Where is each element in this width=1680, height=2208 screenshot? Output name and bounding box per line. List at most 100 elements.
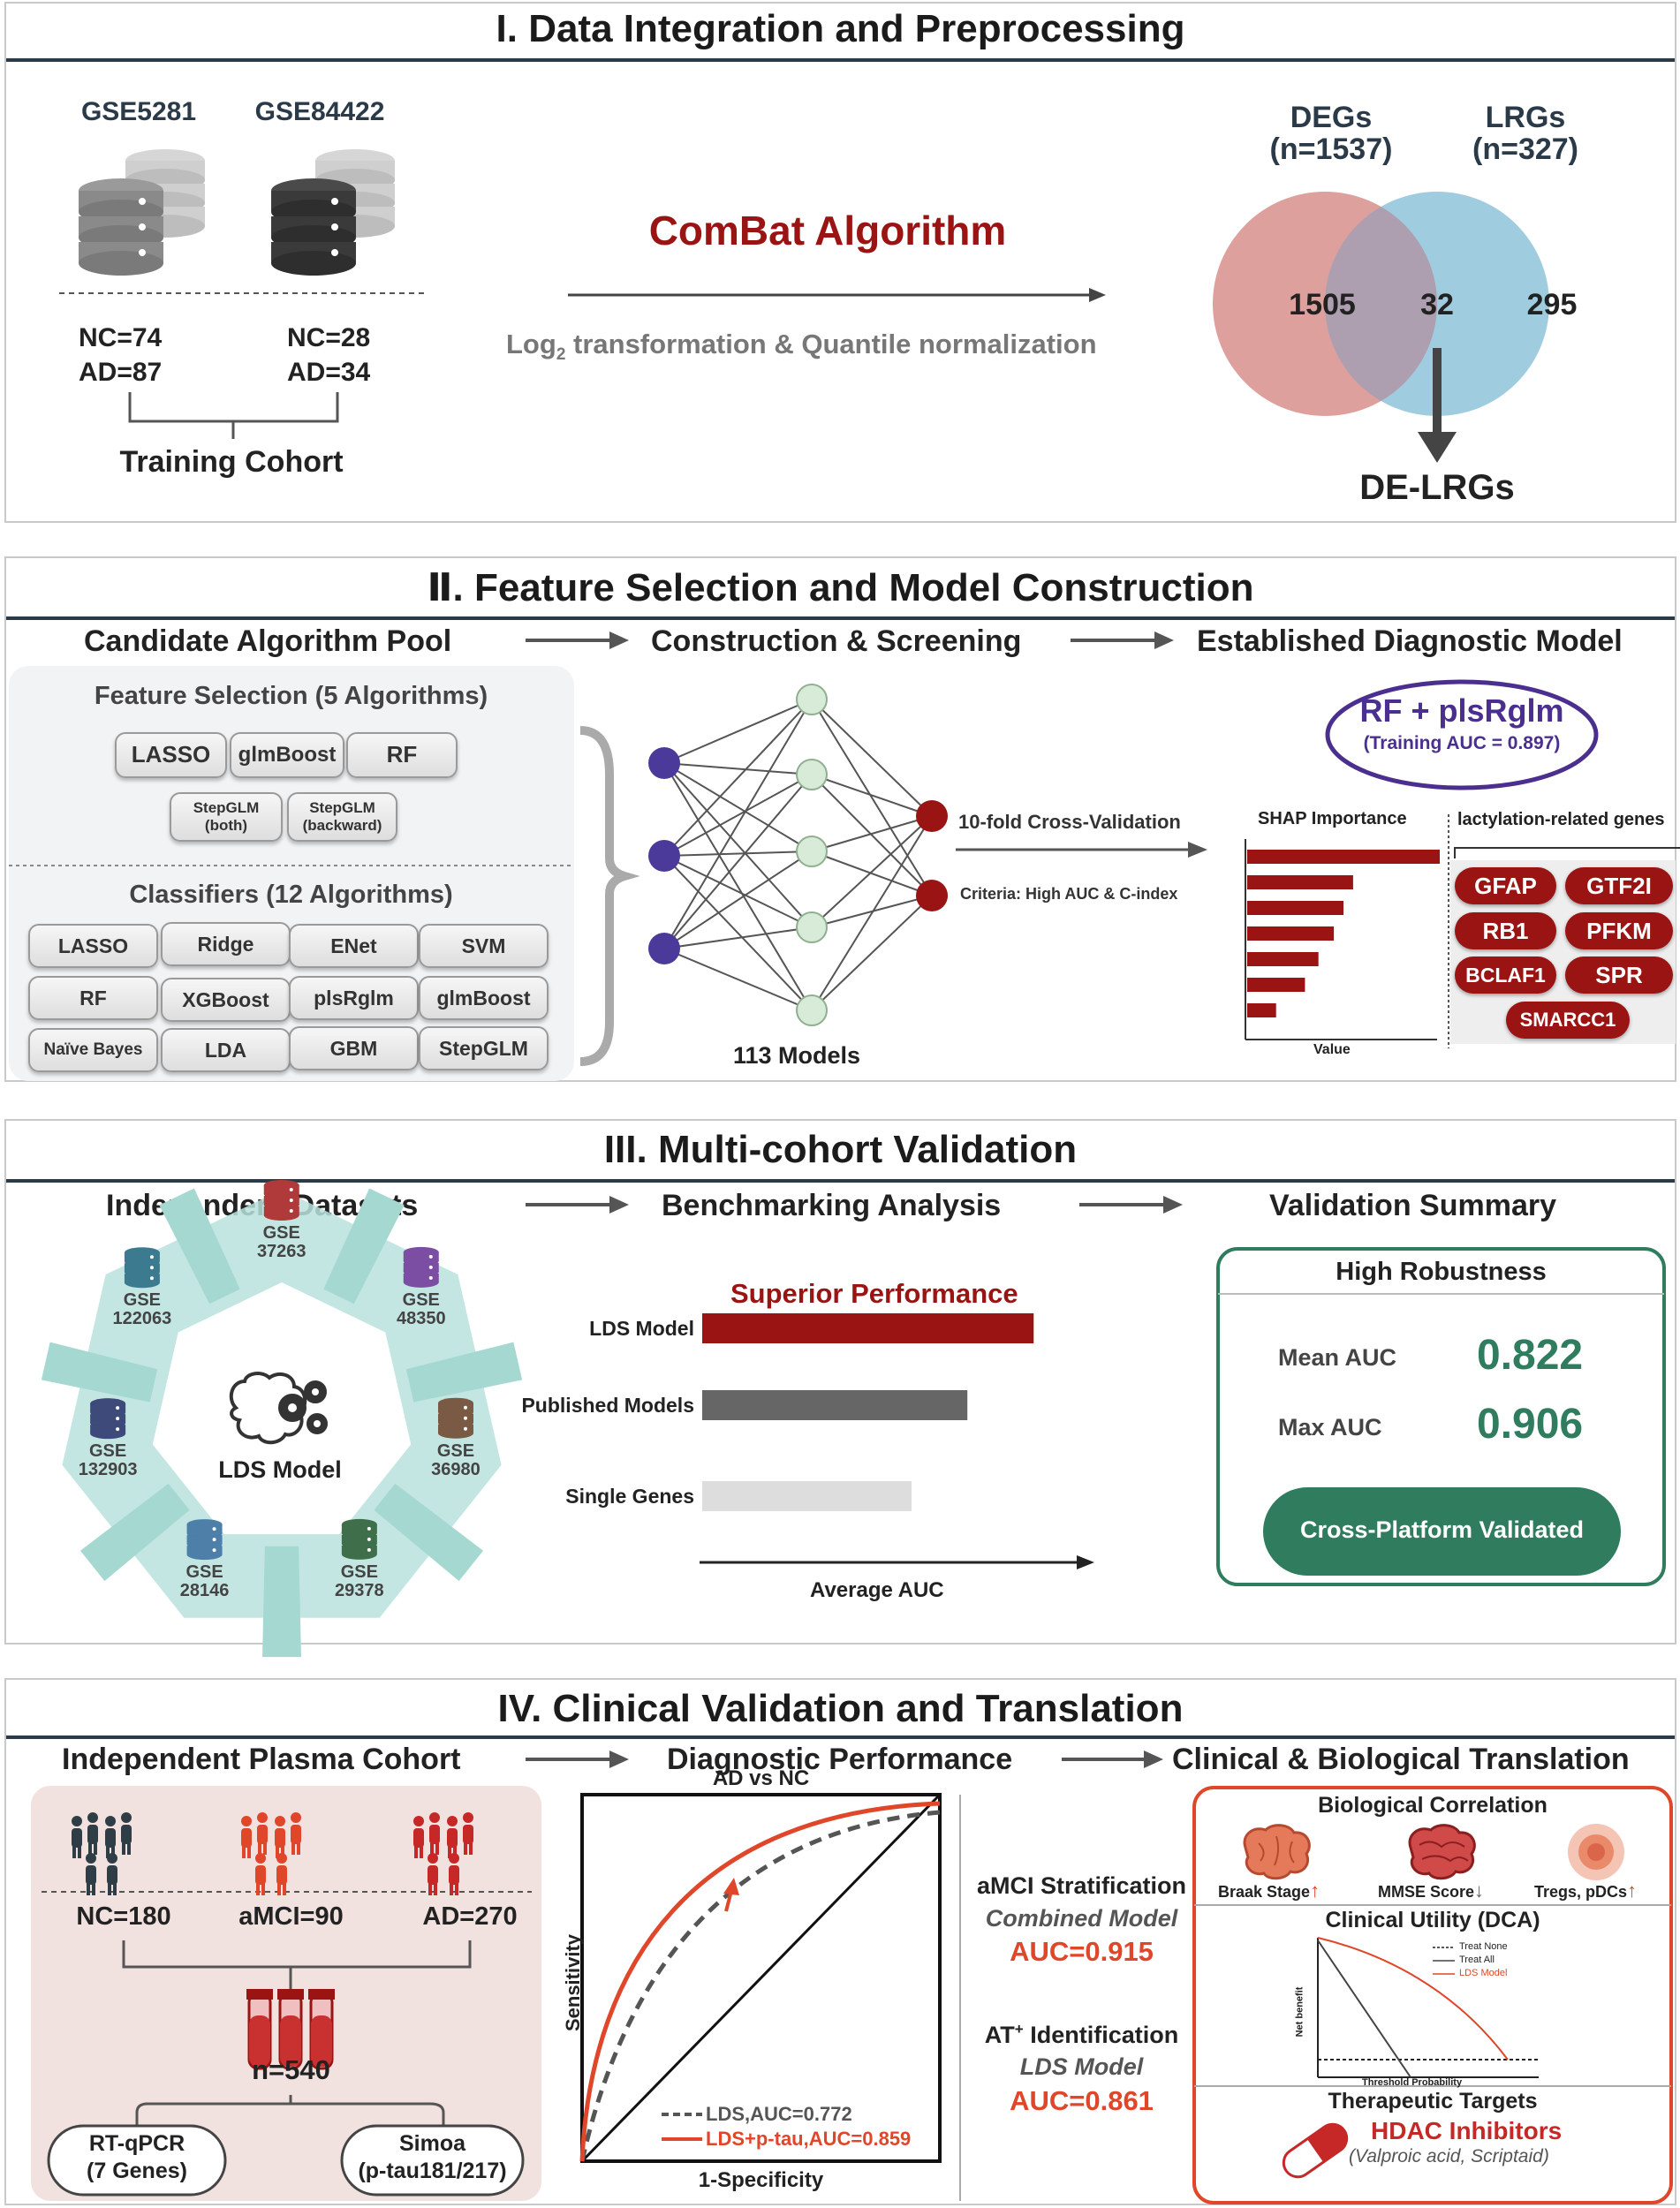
person-icon	[255, 1853, 266, 1895]
section-4-panel: IV. Clinical Validation and Translation …	[4, 1678, 1676, 2205]
dataset-prefix: GSE	[262, 1223, 300, 1243]
cls-glmboost: glmBoost	[419, 976, 549, 1020]
benchmarking-title: Benchmarking Analysis	[662, 1189, 1002, 1222]
cls-rf: RF	[28, 976, 158, 1020]
section-1-title: I. Data Integration and Preprocessing	[496, 7, 1185, 50]
cell-icon	[1568, 1824, 1624, 1880]
nc-count: NC=180	[76, 1902, 171, 1931]
fs-stepglm-backward: StepGLM (backward)	[287, 792, 397, 842]
genes-title: lactylation-related genes	[1457, 810, 1665, 829]
cross-platform-button[interactable]: Cross-Platform Validated	[1299, 1516, 1585, 1543]
transform-sub: 2	[556, 345, 566, 365]
rt-qpcr-method: RT-qPCR (7 Genes)	[87, 2131, 187, 2184]
bench-axis-label: Average AUC	[810, 1578, 944, 1602]
roc-xlabel: 1-Specificity	[698, 2168, 824, 2192]
criteria-label: Criteria: High AUC & C-index	[960, 885, 1178, 903]
transform-post: transformation & Quantile normalization	[565, 329, 1097, 359]
gene-smarcc1: SMARCC1	[1506, 1002, 1630, 1039]
dataset-id: 36980	[431, 1459, 481, 1479]
database-icon	[124, 1247, 160, 1289]
de-lrgs-label: DE-LRGs	[1359, 468, 1515, 507]
braak-brain-icon	[1243, 1824, 1311, 1880]
roc-title: AD vs NC	[712, 1766, 810, 1790]
venn-right-only: 295	[1526, 288, 1578, 321]
database-icon-a	[79, 178, 163, 276]
person-icon	[87, 1812, 98, 1855]
amci-model: Combined Model	[985, 1905, 1178, 1932]
person-icon	[276, 1853, 287, 1895]
person-icon	[429, 1812, 440, 1855]
dataset-b-name: GSE84422	[254, 97, 385, 126]
mean-auc-label: Mean AUC	[1278, 1344, 1397, 1371]
shap-bar	[1247, 978, 1305, 992]
amci-count: aMCI=90	[238, 1902, 344, 1931]
hdac-inhibitors: HDAC Inhibitors	[1371, 2117, 1563, 2144]
validation-summary-title: Validation Summary	[1269, 1189, 1556, 1222]
total-count: n=540	[252, 2054, 330, 2085]
shap-axis-label: Value	[1313, 1042, 1351, 1057]
construction-title: Construction & Screening	[651, 624, 1022, 658]
combat-label: ComBat Algorithm	[648, 208, 1007, 253]
dataset-a-ad: AD=87	[79, 358, 163, 387]
shap-bar	[1247, 850, 1440, 864]
section-3-rule	[6, 1179, 1675, 1183]
section-2-title: Ⅱ. Feature Selection and Model Construct…	[427, 566, 1254, 609]
hidden-node	[796, 911, 828, 943]
person-icon	[463, 1812, 473, 1855]
at-sup: +	[1014, 2021, 1024, 2038]
hidden-node	[796, 836, 828, 867]
classifiers-title: Classifiers (12 Algorithms)	[129, 881, 453, 909]
output-node	[916, 800, 948, 832]
bio-correlation-title: Biological Correlation	[1318, 1793, 1548, 1818]
diagnostic-performance-title: Diagnostic Performance	[667, 1743, 1013, 1776]
dataset-prefix: GSE	[123, 1290, 162, 1311]
dataset-id: 48350	[396, 1308, 446, 1328]
cls-gbm: GBM	[289, 1026, 419, 1070]
feature-selection-title: Feature Selection (5 Algorithms)	[94, 682, 488, 710]
database-icon	[341, 1518, 377, 1560]
hidden-node	[796, 684, 828, 715]
input-node	[648, 933, 680, 964]
fs-rf: RF	[346, 732, 458, 778]
venn-left-n: (n=1537)	[1269, 132, 1393, 166]
capsule-icon	[1282, 2122, 1349, 2179]
model-auc: (Training AUC = 0.897)	[1363, 733, 1561, 753]
bench-bar	[702, 1481, 912, 1511]
section-3-title: III. Multi-cohort Validation	[603, 1128, 1078, 1171]
roc-ylabel: Sensitivity	[562, 1933, 584, 2032]
dataset-id: 132903	[78, 1460, 138, 1480]
shap-bar	[1247, 952, 1319, 966]
fs-stepglm-both: StepGLM (both)	[170, 792, 283, 842]
braak-arrow: ↑	[1310, 1879, 1321, 1902]
gene-bclaf1: BCLAF1	[1455, 957, 1556, 994]
dataset-id: 122063	[112, 1309, 172, 1329]
section-3-graphics	[41, 1180, 1666, 1658]
section-1-panel: I. Data Integration and Preprocessing	[4, 2, 1676, 523]
bench-label: Single Genes	[565, 1485, 694, 1508]
section-4-rule	[6, 1735, 1675, 1739]
at-post: Identification	[1023, 2022, 1179, 2048]
transform-label: Log2 transformation & Quantile normaliza…	[506, 329, 1097, 365]
hdac-examples: (Valproic acid, Scriptaid)	[1349, 2146, 1549, 2166]
fs-glmboost: glmBoost	[230, 732, 344, 778]
dataset-a-nc: NC=74	[79, 323, 163, 352]
dataset-prefix: GSE	[402, 1289, 440, 1310]
cls-xgboost: XGBoost	[161, 978, 291, 1022]
database-icon-b	[271, 178, 356, 276]
mmse-label: MMSE Score↓	[1378, 1879, 1484, 1902]
dataset-prefix: GSE	[436, 1440, 475, 1461]
candidate-pool-title: Candidate Algorithm Pool	[84, 624, 452, 658]
blood-tubes-icon	[246, 1989, 335, 2070]
person-icon	[86, 1853, 96, 1895]
section-4-graphics	[31, 1751, 1673, 2204]
cls-stepglm: StepGLM	[419, 1026, 549, 1070]
ring-spoke	[79, 1483, 190, 1582]
dataset-id: 28146	[179, 1581, 230, 1601]
database-icon	[403, 1246, 439, 1288]
plasma-cohort-title: Independent Plasma Cohort	[62, 1743, 461, 1776]
established-model-title: Established Diagnostic Model	[1197, 624, 1623, 658]
person-icon	[275, 1816, 285, 1858]
tregs-arrow: ↑	[1627, 1879, 1638, 1902]
mmse-brain-icon	[1408, 1824, 1476, 1880]
person-icon	[449, 1853, 459, 1895]
